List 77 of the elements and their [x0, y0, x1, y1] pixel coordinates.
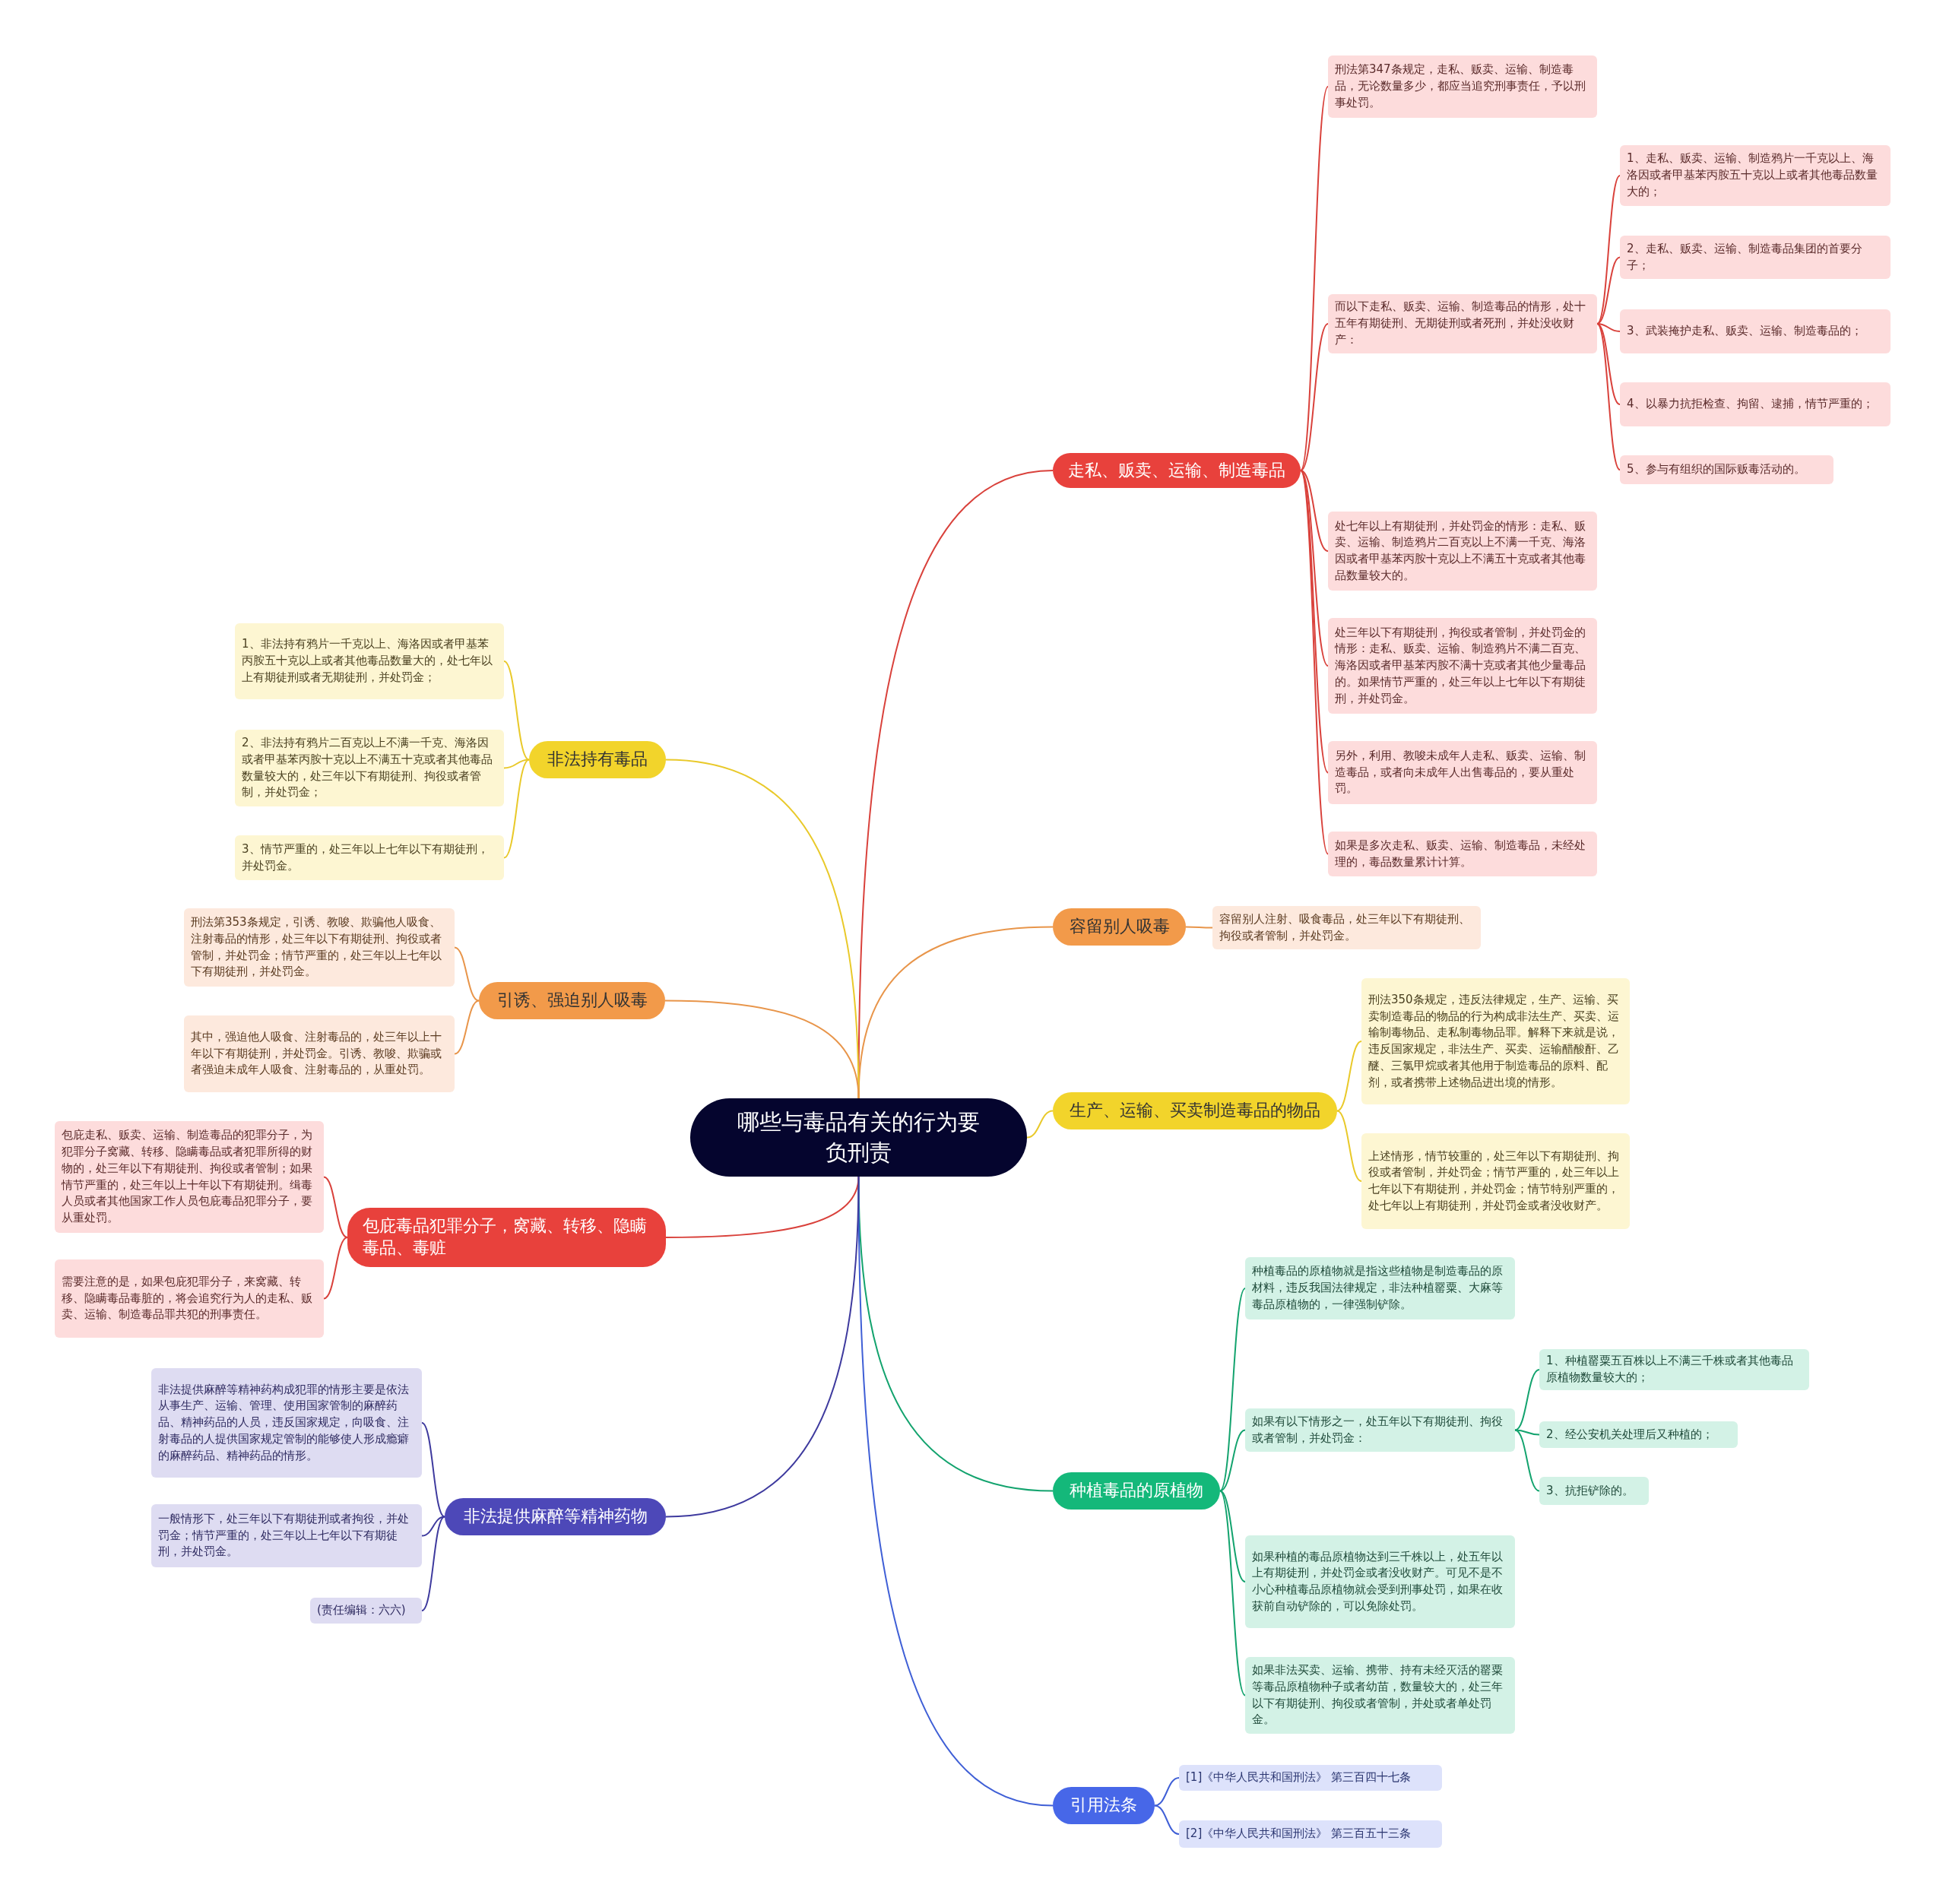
connector-line — [857, 1176, 1054, 1807]
topic-note: (责任编辑：六六) — [310, 1598, 422, 1624]
branch-topic: 包庇毒品犯罪分子，窝藏、转移、隐瞒毒品、毒赃 — [347, 1208, 666, 1267]
topic-note: 另外，利用、教唆未成年人走私、贩卖、运输、制造毒品，或者向未成年人出售毒品的，要从重处罚。 — [1328, 741, 1597, 804]
connector-line — [323, 1237, 348, 1300]
branch-topic: 种植毒品的原植物 — [1053, 1472, 1220, 1510]
connector-line — [664, 1000, 860, 1099]
topic-note: 需要注意的是，如果包庇犯罪分子，来窝藏、转移、隐瞒毒品毒脏的，将会追究行为人的走私、贩卖、运输、制造毒品罪共犯的刑事责任。 — [55, 1259, 324, 1338]
topic-note: 2、走私、贩卖、运输、制造毒品集团的首要分子； — [1620, 236, 1891, 279]
topic-note: 处七年以上有期徒刑，并处罚金的情形：走私、贩卖、运输、制造鸦片二百克以上不满一千克、海洛因或者甲基苯丙胺十克以上不满五十克或者其他毒品数量较大的。 — [1328, 512, 1597, 591]
topic-note: 5、参与有组织的国际贩毒活动的。 — [1620, 455, 1833, 484]
topic-note: 刑法第347条规定，走私、贩卖、运输、制造毒品，无论数量多少，都应当追究刑事责任，予以刑事处罚。 — [1328, 55, 1597, 118]
topic-note: 如果是多次走私、贩卖、运输、制造毒品，未经处理的，毒品数量累计计算。 — [1328, 832, 1597, 876]
connector-line — [503, 759, 530, 859]
branch-topic: 容留别人吸毒 — [1053, 908, 1186, 946]
topic-note: 刑法第353条规定，引诱、教唆、欺骗他人吸食、注射毒品的情形，处三年以下有期徒刑、拘役或者管制，并处罚金；情节严重的，处三年以上七年以下有期徒刑，并处罚金。 — [184, 908, 455, 987]
topic-note: 1、种植罂粟五百株以上不满三千株或者其他毒品原植物数量较大的； — [1539, 1349, 1809, 1390]
connector-line — [1514, 1369, 1540, 1431]
connector-line — [323, 1176, 348, 1238]
connector-line — [454, 946, 480, 1002]
connector-line — [421, 1422, 445, 1518]
topic-note: 3、抗拒铲除的。 — [1539, 1477, 1649, 1505]
branch-topic: 引用法条 — [1053, 1787, 1155, 1824]
topic-note: 刑法350条规定，违反法律规定，生产、运输、买卖制造毒品的物品的行为构成非法生产、买卖、运输制毒物品、走私制毒物品罪。解释下来就是说，违反国家规定，非法生产、买卖、运输醋酸酐、乙醚、三氯甲烷或者其他用于制造毒品的原料、配剂，或者携带上述物品进出境的情形。 — [1361, 978, 1630, 1104]
connector-line — [503, 661, 530, 761]
topic-note: 非法提供麻醉等精神药构成犯罪的情形主要是依法从事生产、运输、管理、使用国家管制的麻醉药品、精神药品的人员，违反国家规定，向吸食、注射毒品的人提供国家规定管制的能够使人形成瘾癖的麻醉药品、精神药品的情形。 — [151, 1368, 422, 1478]
branch-topic: 非法提供麻醉等精神药物 — [445, 1498, 666, 1535]
branch-topic: 生产、运输、买卖制造毒品的物品 — [1053, 1092, 1337, 1129]
connector-line — [1154, 1804, 1180, 1835]
topic-note: 一般情形下，处三年以下有期徒刑或者拘役，并处罚金；情节严重的，处三年以上七年以下有期徒刑，并处罚金。 — [151, 1504, 422, 1567]
connector-line — [1596, 323, 1621, 470]
topic-note: [1]《中华人民共和国刑法》 第三百四十七条 — [1179, 1765, 1442, 1791]
connector-line — [1219, 1288, 1246, 1492]
topic-note: 如果有以下情形之一，处五年以下有期徒刑、拘役或者管制，并处罚金： — [1245, 1408, 1515, 1452]
connector-line — [1219, 1490, 1246, 1582]
connector-line — [421, 1516, 445, 1537]
connector-line — [1185, 926, 1213, 929]
connector-line — [857, 926, 1054, 1099]
topic-note: 4、以暴力抗拒检查、拘留、逮捕，情节严重的； — [1620, 382, 1891, 426]
connector-line — [1219, 1429, 1246, 1492]
connector-line — [1300, 86, 1329, 471]
topic-note: 2、经公安机关处理后又种植的； — [1539, 1421, 1738, 1448]
topic-note: 1、走私、贩卖、运输、制造鸦片一千克以上、海洛因或者甲基苯丙胺五十克以上或者其他毒品数量大的； — [1620, 145, 1891, 206]
topic-note: 如果种植的毒品原植物达到三千株以上，处五年以上有期徒刑，并处罚金或者没收财产。可见不是不小心种植毒品原植物就会受到刑事处罚，如果在收获前自动铲除的，可以免除处罚。 — [1245, 1535, 1515, 1628]
topic-note: 3、情节严重的，处三年以上七年以下有期徒刑，并处罚金。 — [235, 835, 504, 880]
topic-note: 包庇走私、贩卖、运输、制造毒品的犯罪分子，为犯罪分子窝藏、转移、隐瞒毒品或者犯罪所得的财物的，处三年以下有期徒刑、拘役或者管制；如果情节严重的，处三年以上十年以下有期徒刑。缉毒人员或者其他国家工作人员包庇毒品犯罪分子，要从重处罚。 — [55, 1121, 324, 1233]
connector-line — [1300, 323, 1329, 471]
topic-note: 种植毒品的原植物就是指这些植物是制造毒品的原材料，违反我国法律规定，非法种植罂粟、大麻等毒品原植物的，一律强制铲除。 — [1245, 1257, 1515, 1319]
connector-line — [454, 1000, 480, 1055]
topic-note: 其中，强迫他人吸食、注射毒品的，处三年以上十年以下有期徒刑，并处罚金。引诱、教唆、欺骗或者强迫未成年人吸食、注射毒品的，从重处罚。 — [184, 1015, 455, 1092]
topic-note: 1、非法持有鸦片一千克以上、海洛因或者甲基苯丙胺五十克以上或者其他毒品数量大的，处七年以上有期徒刑或者无期徒刑，并处罚金； — [235, 623, 504, 699]
connector-line — [665, 1176, 860, 1518]
branch-topic: 走私、贩卖、运输、制造毒品 — [1053, 453, 1301, 488]
topic-note: [2]《中华人民共和国刑法》 第三百五十三条 — [1179, 1820, 1442, 1848]
connector-line — [1300, 470, 1329, 855]
topic-note: 容留别人注射、吸食毒品，处三年以下有期徒刑、拘役或者管制，并处罚金。 — [1212, 906, 1481, 949]
connector-line — [1026, 1110, 1054, 1139]
topic-note: 上述情形，情节较重的，处三年以下有期徒刑、拘役或者管制，并处罚金；情节严重的，处三年以上七年以下有期徒刑，并处罚金；情节特别严重的，处七年以上有期徒刑，并处罚金或者没收财产。 — [1361, 1133, 1630, 1229]
branch-topic: 引诱、强迫别人吸毒 — [479, 982, 665, 1019]
connector-line — [1336, 1110, 1362, 1182]
topic-note: 如果非法买卖、运输、携带、持有未经灭活的罂粟等毒品原植物种子或者幼苗，数量较大的，处三年以下有期徒刑、拘役或者管制，并处或者单处罚金。 — [1245, 1657, 1515, 1734]
connector-line — [1300, 470, 1329, 774]
branch-topic: 非法持有毒品 — [529, 741, 666, 778]
topic-note: 2、非法持有鸦片二百克以上不满一千克、海洛因或者甲基苯丙胺十克以上不满五十克或者其他毒品数量较大的，处三年以下有期徒刑、拘役或者管制，并处罚金； — [235, 730, 504, 806]
connector-line — [1596, 323, 1621, 405]
topic-note: 处三年以下有期徒刑，拘役或者管制，并处罚金的情形：走私、贩卖、运输、制造鸦片不满二百克、海洛因或者甲基苯丙胺不满十克或者其他少量毒品的。如果情节严重的，处三年以上七年以下有期徒刑，并处罚金。 — [1328, 618, 1597, 714]
topic-note: 3、武装掩护走私、贩卖、运输、制造毒品的； — [1620, 309, 1891, 353]
central-topic: 哪些与毒品有关的行为要负刑责 — [690, 1098, 1027, 1177]
connector-line — [1596, 175, 1621, 325]
connector-line — [1596, 256, 1621, 325]
connector-line — [421, 1516, 445, 1611]
connector-line — [1300, 470, 1329, 552]
connector-line — [1336, 1041, 1362, 1112]
topic-note: 而以下走私、贩卖、运输、制造毒品的情形，处十五年有期徒刑、无期徒刑或者死刑，并处没收财产： — [1328, 294, 1597, 353]
connector-line — [1154, 1777, 1180, 1807]
connector-line — [1514, 1429, 1540, 1492]
connector-line — [1219, 1490, 1246, 1696]
